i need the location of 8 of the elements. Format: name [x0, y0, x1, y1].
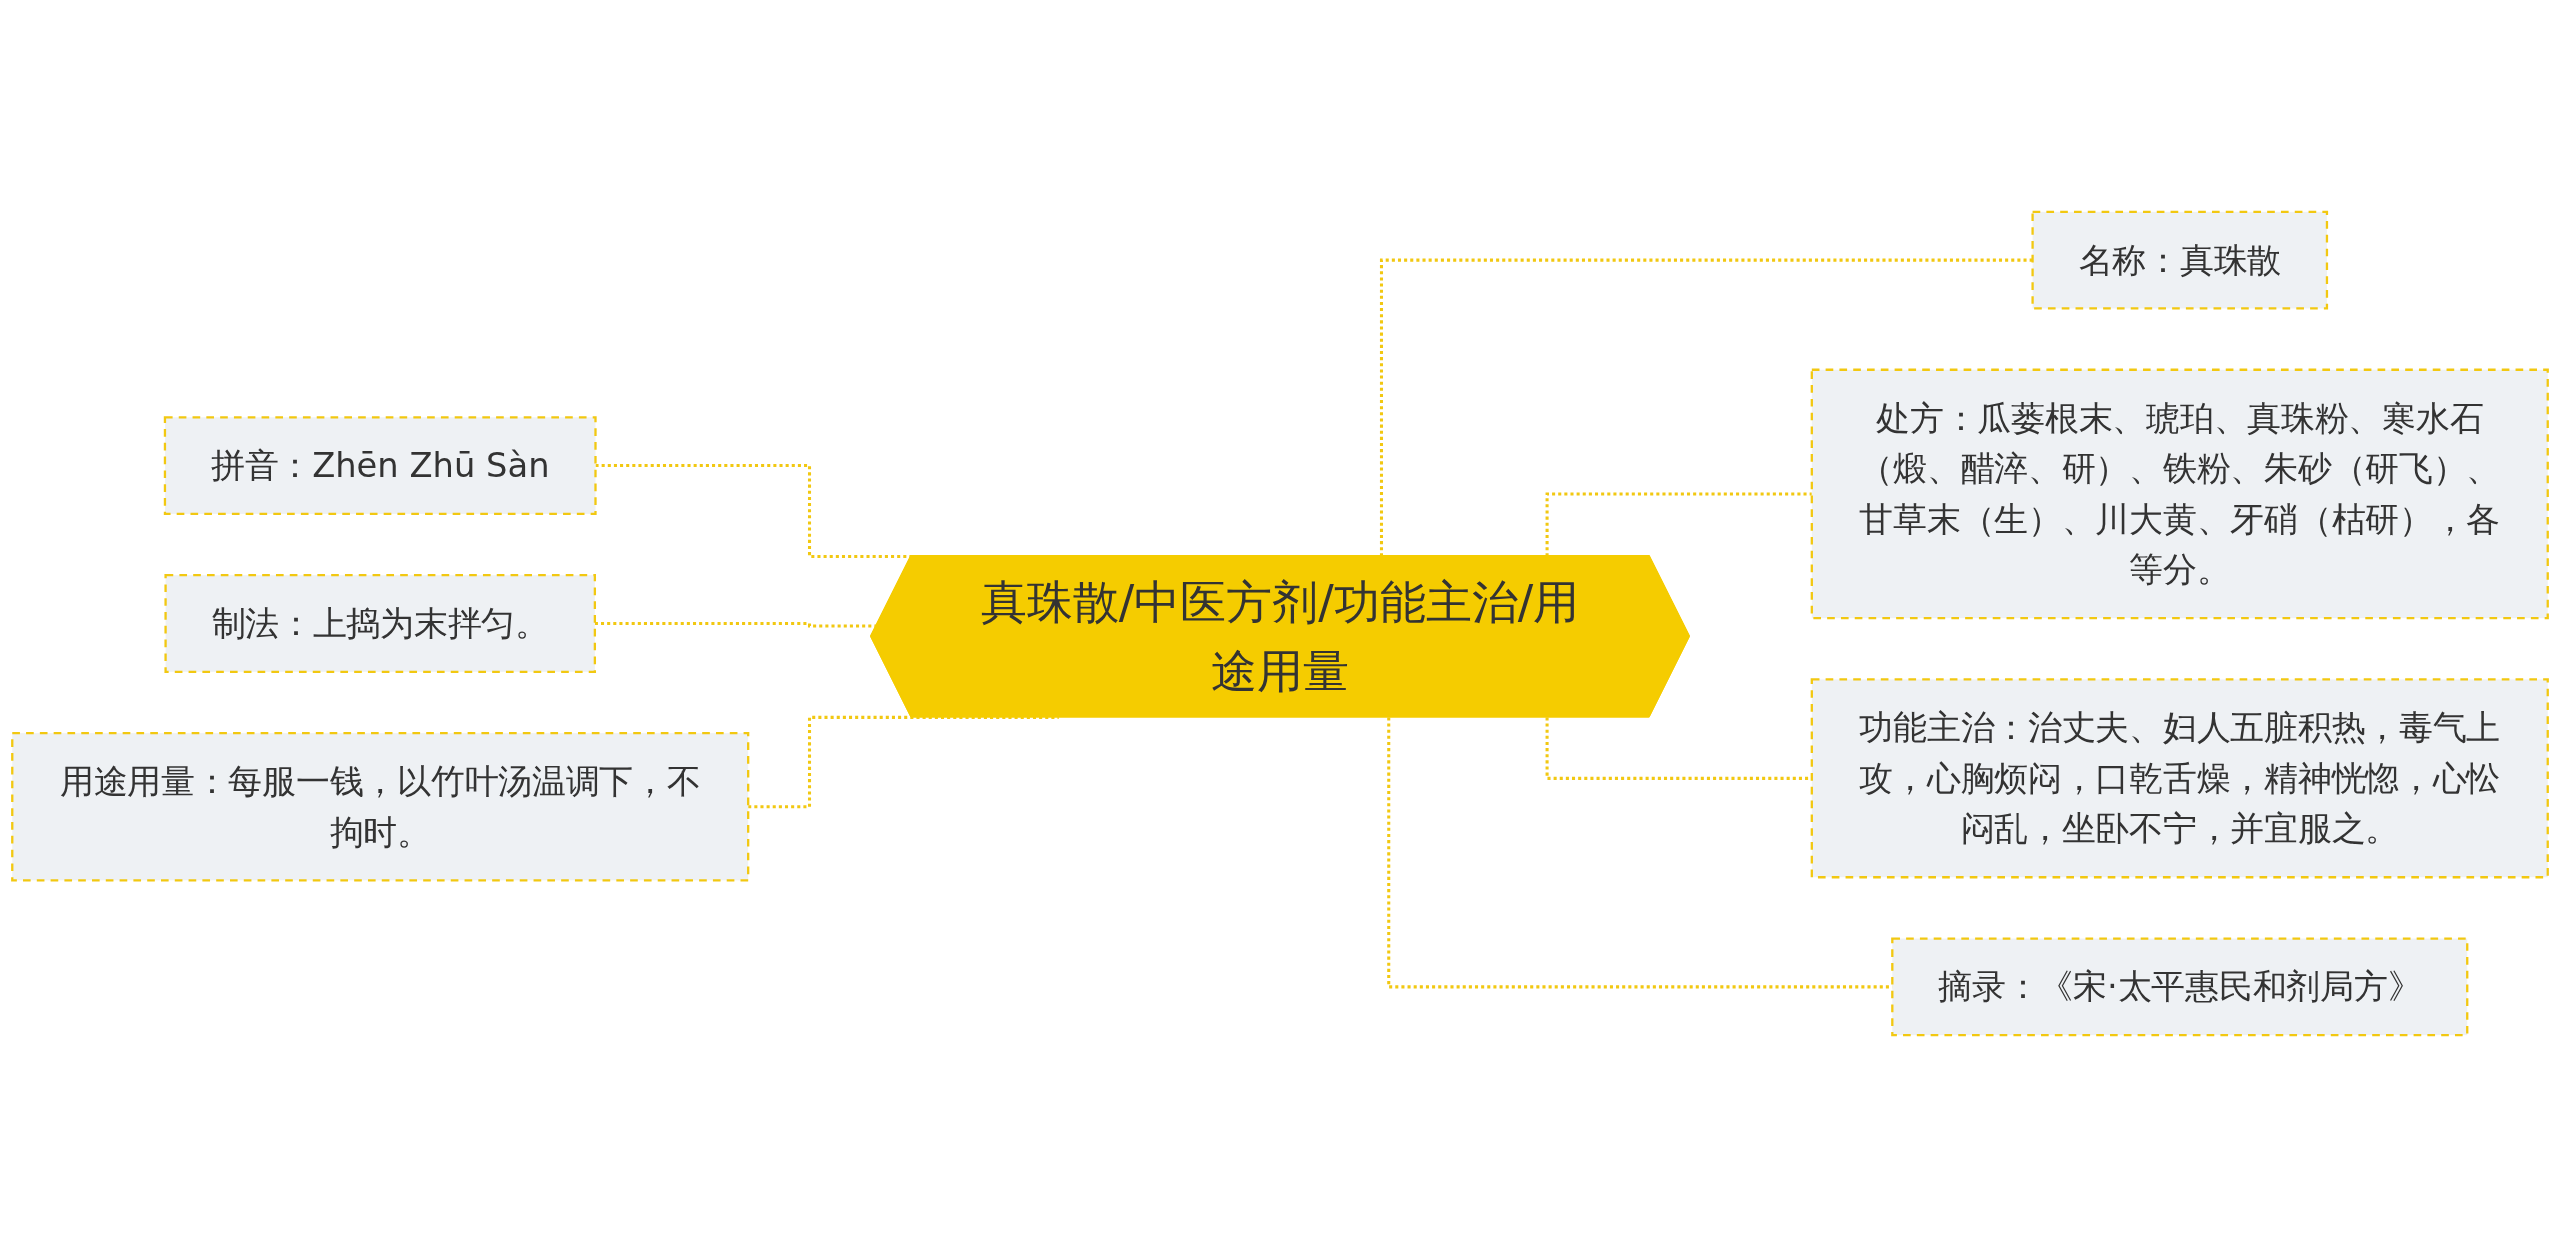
node-box: 用途用量：每服一钱，以竹叶汤温调下，不拘时。: [11, 731, 750, 882]
node-box: 制法：上捣为末拌匀。: [164, 574, 596, 673]
node-box: 摘录：《宋·太平惠民和剂局方》: [1891, 937, 2469, 1037]
node-box: 名称：真珠散: [2031, 210, 2329, 310]
node-box: 功能主治：治丈夫、妇人五脏积热，毒气上攻，心胸烦闷，口乾舌燥，精神恍惚，心忪闷乱，坐卧不宁，并宜服之。: [1810, 678, 2549, 879]
connector: [1379, 258, 2033, 557]
node-box: 拼音：Zhēn Zhū Sàn: [163, 416, 597, 516]
node-box: 处方：瓜蒌根末、琥珀、真珠粉、寒水石（煅、醋淬、研）、铁粉、朱砂（研飞）、甘草末（生）、川大黄、牙硝（枯研），各等分。: [1810, 368, 2549, 620]
